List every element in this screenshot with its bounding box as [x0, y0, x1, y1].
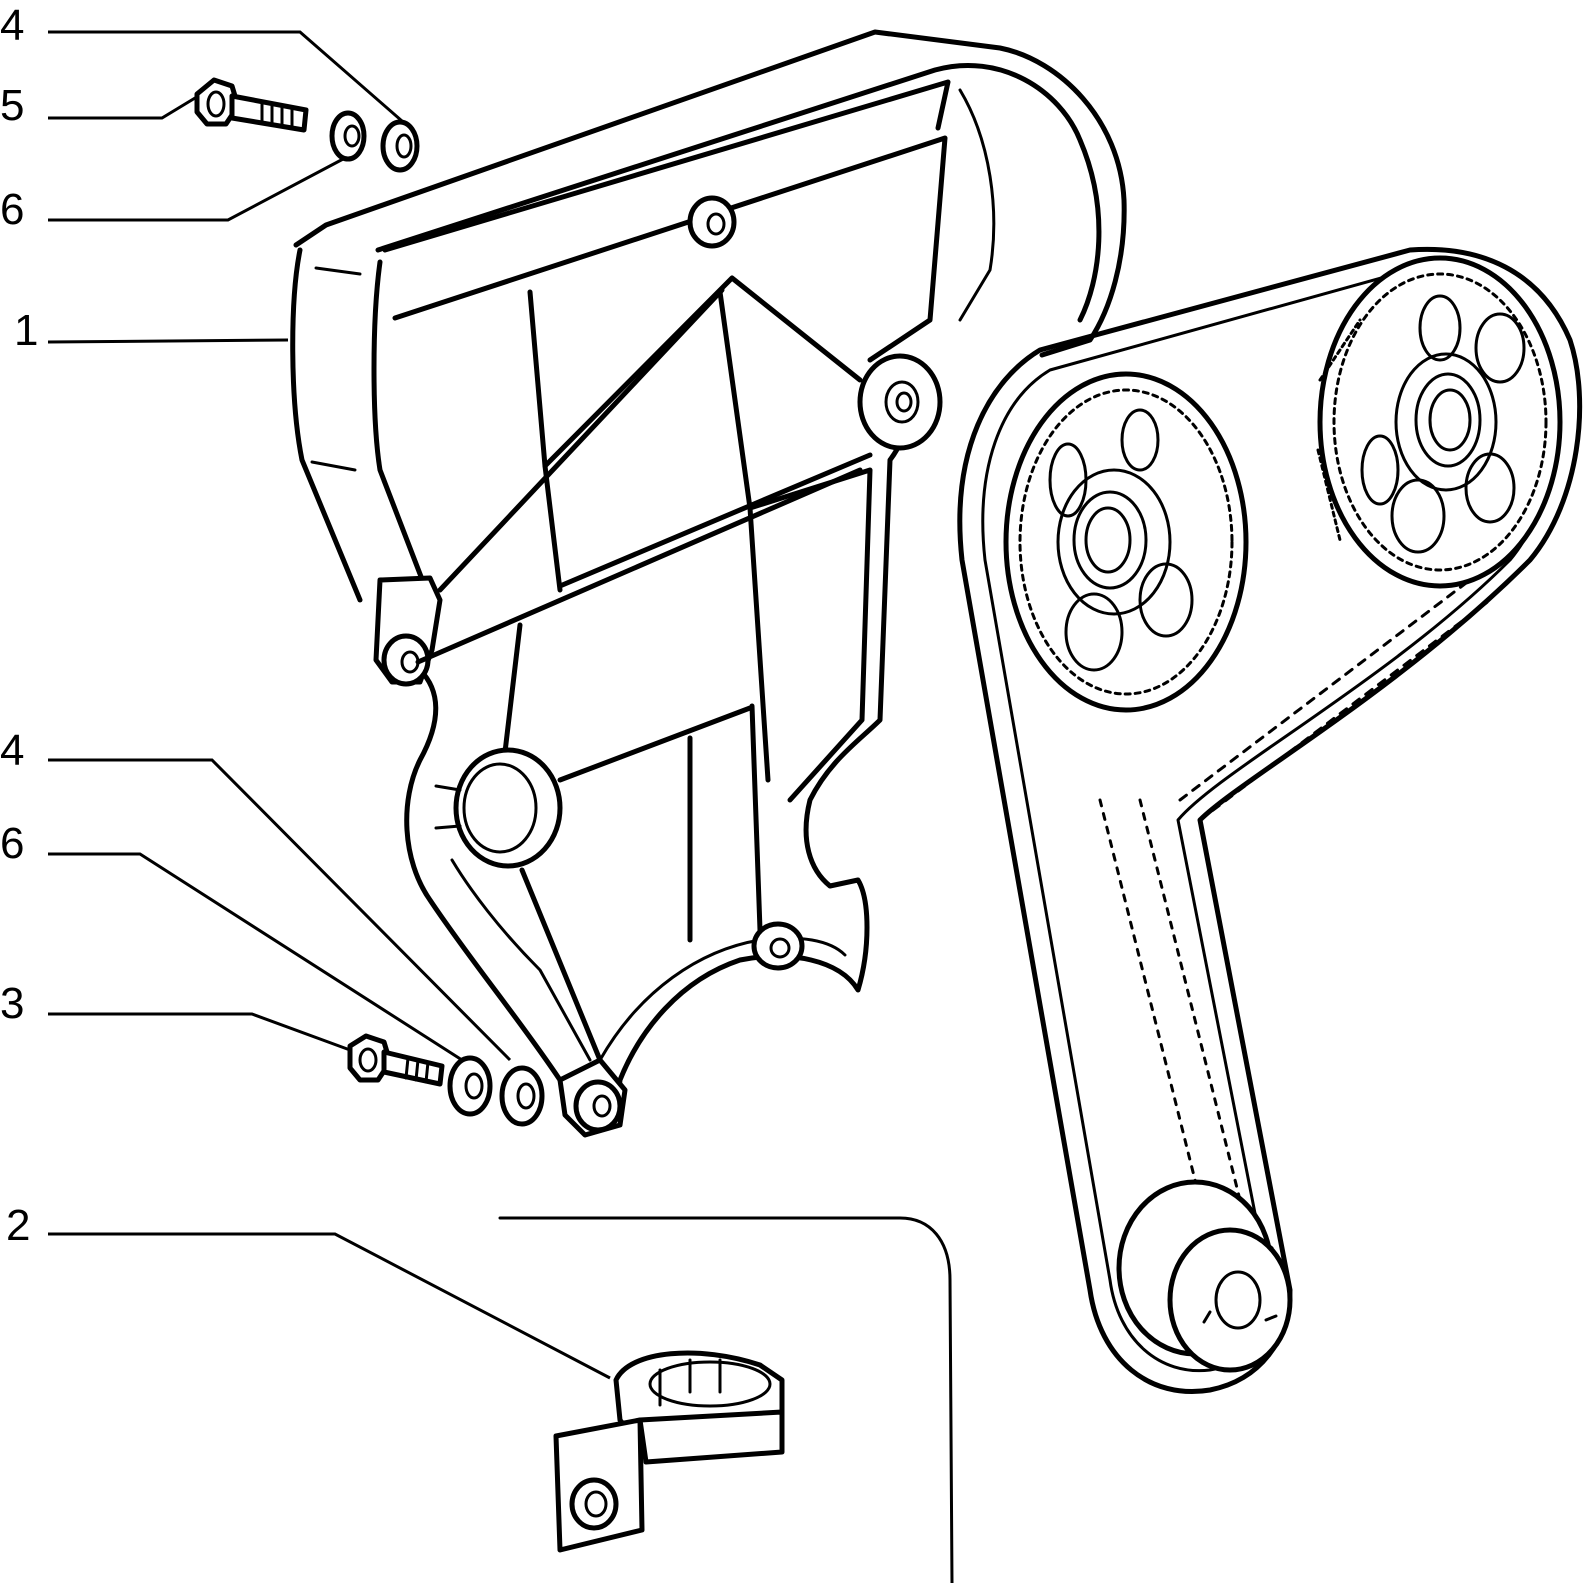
separator-line — [498, 1216, 954, 1583]
cam-pulley-left — [1003, 371, 1249, 713]
callout-number-6-top: 6 — [0, 185, 24, 234]
callout-number-3: 3 — [0, 979, 24, 1028]
callout-number-4-top: 4 — [0, 1, 24, 50]
washer-bottom-2 — [499, 1065, 545, 1127]
callout-6-top: 6 — [0, 156, 346, 234]
callout-number-2: 2 — [6, 1201, 30, 1250]
bracket — [553, 1350, 785, 1553]
washer-top-2 — [380, 119, 420, 173]
bolt-bottom — [347, 1033, 445, 1087]
callout-1: 1 — [14, 306, 289, 355]
washer-top-1 — [329, 110, 367, 162]
washer-bottom-1 — [447, 1055, 493, 1117]
callout-number-6-bottom: 6 — [0, 819, 24, 868]
callout-4-bottom: 4 — [0, 726, 512, 1062]
callout-5: 5 — [0, 81, 201, 130]
callout-number-5: 5 — [0, 81, 24, 130]
callout-4-top: 4 — [0, 1, 411, 130]
bolt-top — [194, 77, 309, 133]
timing-belt-cover — [290, 29, 1127, 1138]
crank-pulley — [1116, 1179, 1293, 1373]
callout-number-1: 1 — [14, 306, 38, 355]
callout-number-4-bottom: 4 — [0, 726, 24, 775]
cam-pulley-right — [1316, 255, 1563, 589]
callout-3: 3 — [0, 979, 351, 1052]
callout-2: 2 — [6, 1201, 611, 1380]
timing-belt-assembly — [957, 246, 1583, 1394]
callout-6-bottom: 6 — [0, 819, 463, 1062]
